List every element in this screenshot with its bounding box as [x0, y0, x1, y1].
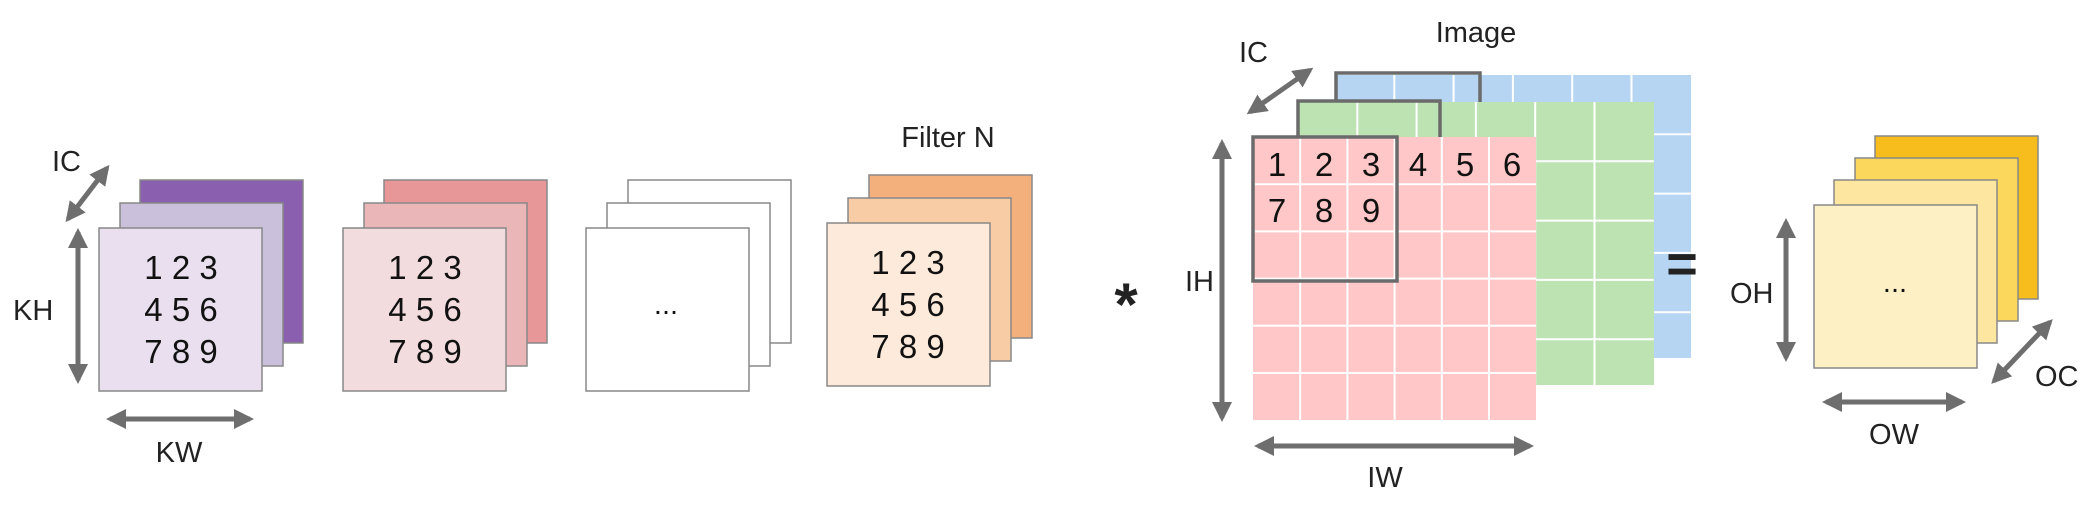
- window-outline-green: [1296, 99, 1442, 137]
- ic-label-filter: IC: [52, 146, 81, 178]
- filter-ellipsis-text: ...: [654, 289, 678, 321]
- convolution-operator: *: [1114, 271, 1138, 338]
- ih-label: IH: [1185, 266, 1214, 298]
- ic-arrow-image: [1246, 67, 1314, 115]
- filter-n-front: [826, 222, 991, 387]
- kernel-row-1: 1 2 3: [144, 249, 217, 286]
- window-outline-red: [1251, 135, 1399, 283]
- window-outline-blue: [1334, 71, 1482, 102]
- filter-1: 1 2 3 4 5 6 7 8 9: [98, 179, 304, 392]
- image-label: Image: [1436, 17, 1517, 49]
- kernel-row-3: 7 8 9: [144, 333, 217, 370]
- kernel-row-2: 4 5 6: [388, 291, 461, 328]
- filter-ellipsis: ...: [585, 179, 792, 392]
- image-red-channel: [1253, 137, 1537, 421]
- ic-arrow-left: [65, 164, 110, 223]
- iw-label: IW: [1367, 462, 1403, 494]
- oh-label: OH: [1730, 278, 1774, 310]
- kernel-row-1: 1 2 3: [388, 249, 461, 286]
- kh-label: KH: [13, 295, 53, 327]
- kernel-row-2: 4 5 6: [871, 286, 944, 323]
- ic-label-image: IC: [1239, 37, 1268, 69]
- image-cell-8: 8: [1315, 192, 1333, 229]
- oc-arrow: [1991, 319, 2053, 384]
- filter-2-front: [342, 227, 507, 392]
- output-map-1: [1813, 204, 1978, 369]
- filter-n-label: Filter N: [901, 122, 994, 154]
- kw-label: KW: [156, 437, 203, 469]
- kernel-row-3: 7 8 9: [871, 328, 944, 365]
- kernel-row-2: 4 5 6: [144, 291, 217, 328]
- image-cell-6: 6: [1503, 146, 1521, 183]
- filter-ellipsis-front: [585, 227, 750, 392]
- output-ellipsis: ...: [1883, 267, 1907, 299]
- image-cell-3: 3: [1362, 146, 1380, 183]
- image-cell-2: 2: [1315, 146, 1333, 183]
- kernel-row-3: 7 8 9: [388, 333, 461, 370]
- image-cell-4: 4: [1409, 146, 1427, 183]
- image-cell-9: 9: [1362, 192, 1380, 229]
- image-cell-5: 5: [1456, 146, 1474, 183]
- image-cell-1: 1: [1268, 146, 1286, 183]
- image-cell-7: 7: [1268, 192, 1286, 229]
- output-feature-maps: ...: [1813, 135, 2039, 369]
- filter-2: 1 2 3 4 5 6 7 8 9: [342, 179, 548, 392]
- oc-label: OC: [2035, 361, 2079, 393]
- equals-sign: =: [1666, 234, 1698, 294]
- ow-label: OW: [1869, 419, 1920, 451]
- filter-n: 1 2 3 4 5 6 7 8 9: [826, 174, 1033, 387]
- kernel-row-1: 1 2 3: [871, 244, 944, 281]
- filter-1-front: [98, 227, 263, 392]
